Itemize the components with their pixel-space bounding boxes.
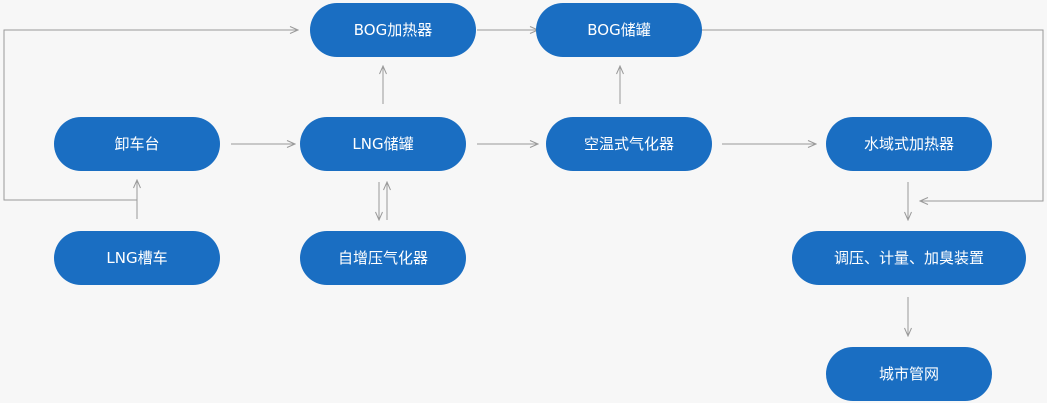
node-bog-heater: BOG加热器 (310, 3, 476, 57)
arrow-bog-tank-loop-to-regulating (700, 29, 1044, 201)
node-lng-tanker: LNG槽车 (54, 231, 220, 285)
node-bog-tank: BOG储罐 (536, 3, 702, 57)
node-pressure-booster-vaporizer: 自增压气化器 (300, 231, 466, 285)
node-regulating-metering-odorizing: 调压、计量、加臭装置 (792, 231, 1026, 285)
node-city-network: 城市管网 (826, 347, 992, 401)
arrow-tanker-loop-to-bog-heater (3, 30, 298, 201)
node-lng-tank: LNG储罐 (300, 117, 466, 171)
node-unloading-platform: 卸车台 (54, 117, 220, 171)
node-ambient-vaporizer: 空温式气化器 (546, 117, 712, 171)
node-water-bath-heater: 水域式加热器 (826, 117, 992, 171)
